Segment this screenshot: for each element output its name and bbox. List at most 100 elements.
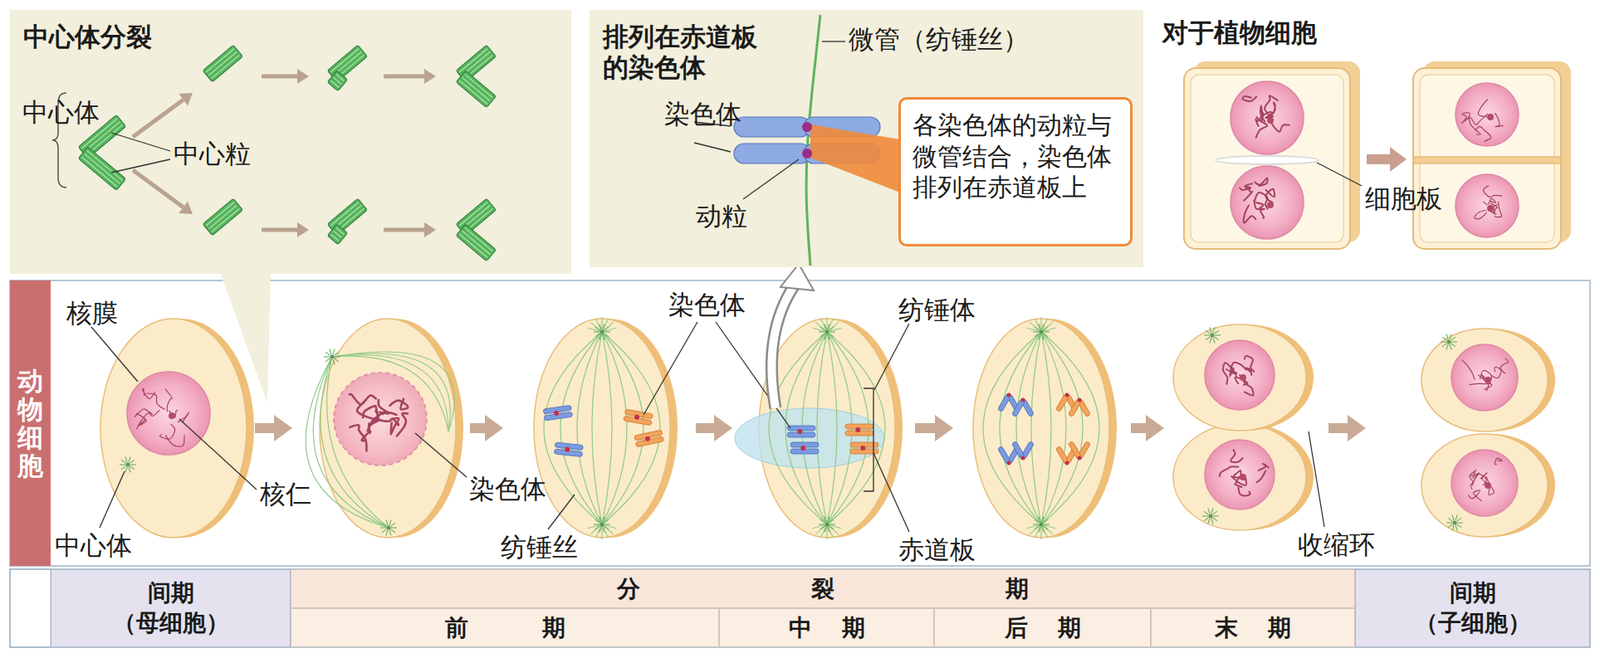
centrosome-ray: [828, 519, 834, 524]
chromatin: [166, 435, 185, 448]
leader-line: [415, 433, 467, 478]
leader-line: [743, 159, 799, 200]
table-cell: 中期: [719, 608, 935, 648]
chromatid: [1011, 440, 1025, 460]
centromere: [564, 446, 571, 453]
spindle-fiber: [543, 332, 602, 525]
chromatin: [1472, 469, 1479, 485]
panel-text: 排列在赤道板的染色体: [602, 21, 769, 84]
centromere: [1065, 393, 1070, 398]
centrosome: [1039, 523, 1044, 528]
centrosome-ray: [828, 327, 834, 331]
equatorial-plate: [734, 408, 885, 469]
centrosome-ray: [603, 327, 609, 331]
brace: [52, 92, 67, 188]
aster-ray: [601, 317, 602, 333]
chromatid: [1055, 394, 1069, 413]
aster-ray: [1034, 524, 1042, 539]
centrosome-ray: [595, 327, 601, 331]
leader-line: [99, 471, 125, 529]
callout-tail: [219, 269, 271, 404]
nucleolus: [1239, 474, 1247, 481]
centromere: [634, 414, 641, 421]
centromere: [797, 429, 803, 435]
chromatin: [177, 412, 190, 423]
centriole: [455, 224, 496, 262]
chromatin: [349, 425, 367, 451]
centrosome-ray: [1042, 516, 1044, 523]
centrosome-ray: [1450, 343, 1456, 348]
centrosome-ray: [593, 331, 600, 333]
centrosome-ray: [1034, 333, 1040, 338]
centrosome-ray: [829, 523, 836, 525]
chromatin: [1244, 356, 1253, 376]
centriole-stripe: [462, 77, 491, 101]
centrosome-ray: [390, 523, 396, 527]
spindle-fiber: [999, 332, 1042, 525]
chromosome: [623, 409, 654, 426]
stage-arrow: [695, 423, 715, 434]
centrosome-ray: [599, 527, 602, 534]
chromatin: [1462, 360, 1475, 380]
centrosome-ray: [820, 327, 826, 331]
chromatin: [349, 394, 377, 405]
centrosome-ray: [827, 334, 830, 341]
centrosome-ray: [380, 527, 387, 529]
chromatin: [136, 413, 147, 426]
chromosome: [845, 424, 874, 436]
centrosome-ray: [1213, 337, 1215, 344]
centrosome-ray: [1452, 525, 1454, 532]
chromatin: [1468, 490, 1483, 502]
centrosome-ray: [818, 331, 825, 333]
chromatin: [1243, 205, 1256, 223]
chromosome: [850, 442, 879, 455]
cell-text: 间期 （母细胞）: [110, 578, 232, 640]
centrosome-ray: [1032, 331, 1039, 333]
split-arrow: [424, 68, 436, 84]
centromere: [1007, 461, 1012, 466]
centriole-stripe: [459, 202, 488, 226]
spindle-fiber: [817, 332, 827, 525]
nucleus: [1451, 450, 1518, 517]
centrosome-ray: [1448, 524, 1454, 529]
chromosome: [1020, 440, 1034, 460]
chromatin: [146, 393, 166, 410]
cell-text: 前期: [371, 614, 640, 643]
leader-line: [1308, 431, 1325, 528]
part-label: 核仁: [259, 479, 286, 509]
centrosome-ray: [1442, 337, 1448, 341]
centriole-tube: [78, 146, 127, 191]
chromatin: [1477, 375, 1493, 391]
panel-text: 中心体分裂: [23, 21, 558, 53]
nucleolus: [1484, 482, 1492, 490]
centrosome-ray: [1214, 334, 1221, 336]
centrosome-ray: [1034, 327, 1040, 331]
nucleolus: [1487, 113, 1494, 121]
leader-line: [548, 494, 575, 530]
centrosome: [386, 526, 392, 531]
chromatin: [1242, 96, 1257, 102]
centrosome-ray: [1456, 524, 1462, 529]
centrosome-ray: [595, 526, 601, 530]
centriole: [78, 146, 127, 191]
chromatid: [1067, 399, 1082, 418]
centrosome-ray: [1455, 514, 1458, 521]
aster-ray: [815, 322, 827, 333]
centrosome-ray: [829, 331, 836, 333]
kinetochore: [802, 148, 813, 159]
chromatin: [1256, 117, 1268, 138]
centrosome-ray: [333, 358, 339, 363]
chromatin: [1253, 200, 1263, 210]
centrosome-ray: [828, 333, 834, 338]
centrosome: [1039, 330, 1044, 335]
chromatid: [1020, 399, 1034, 418]
centromere: [800, 445, 806, 451]
centriole-stripe: [459, 234, 488, 258]
cell-text: 中期: [758, 614, 896, 643]
zoom-arrow: [771, 283, 796, 409]
chromosome: [1055, 394, 1069, 413]
centrosome-ray: [593, 523, 600, 525]
chromatin: [1475, 126, 1492, 142]
chromatid: [997, 445, 1011, 465]
